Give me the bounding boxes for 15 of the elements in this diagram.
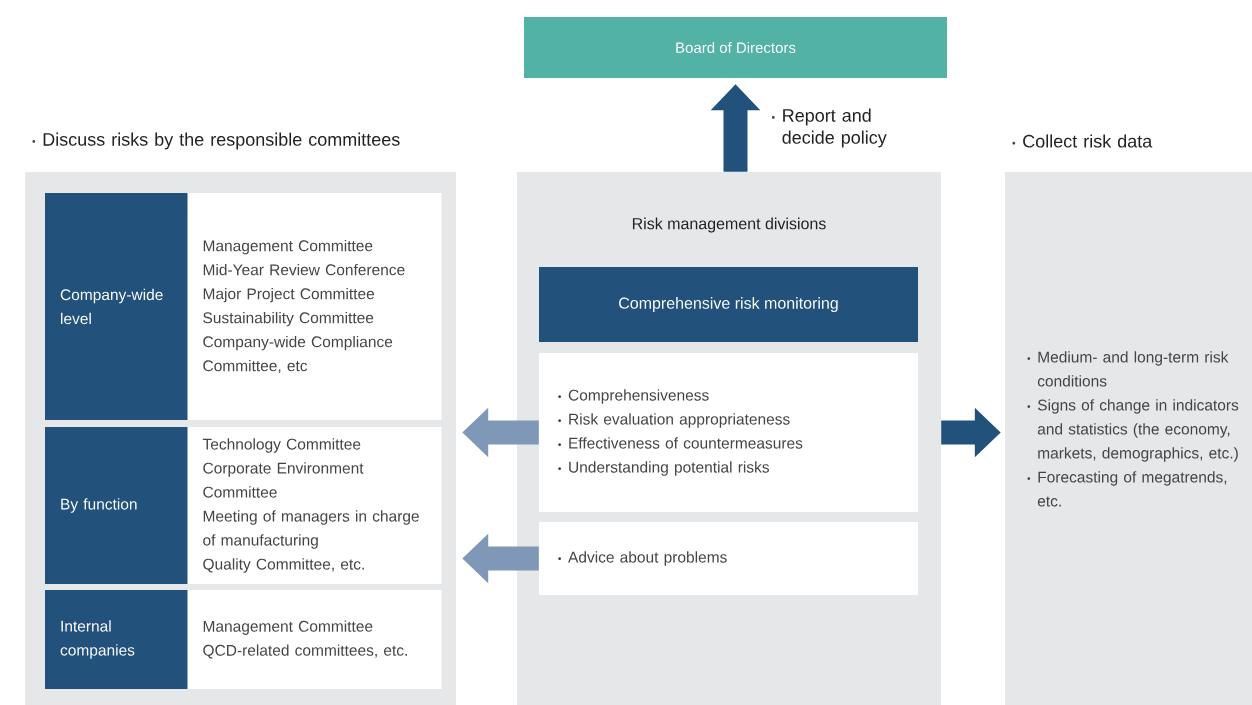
bullet-list: Medium- and long-term risk conditions Signs of change in indicators and statistics (the economy, markets, demographics, etc.) Forecasting of megatrends, etc. (1027, 351, 1239, 507)
category-box: Company-wide level (45, 193, 190, 420)
bullet-list-box: Advice about problems (539, 522, 918, 595)
title-box: Comprehensive risk monitoring (539, 267, 918, 342)
category-box: Internal companies (45, 590, 190, 689)
panel-heading: Risk management divisions (632, 217, 826, 233)
committee-list-box: Management Committee QCD-related committees, etc. (187, 590, 442, 689)
bullet-list-box: Comprehensiveness Risk evaluation appropriateness Effectiveness of countermeasures Understanding potential risks (539, 353, 918, 512)
committee-list-box: Management Committee Mid-Year Review Conference Major Project Committee Sustainability Committee Company-wide Compliance Committee, etc (187, 193, 442, 420)
committee-list-box: Technology Committee Corporate Environment Committee Meeting of managers in charge of manufacturing Quality Committee, etc. (187, 427, 442, 584)
edge-label: Report and decide policy (771, 108, 887, 148)
panel-heading: Discuss risks by the responsible committees (32, 132, 400, 150)
category-box: By function (45, 427, 190, 584)
board-box: Board of Directors (524, 17, 947, 78)
panel-heading: Collect risk data (1012, 134, 1153, 148)
